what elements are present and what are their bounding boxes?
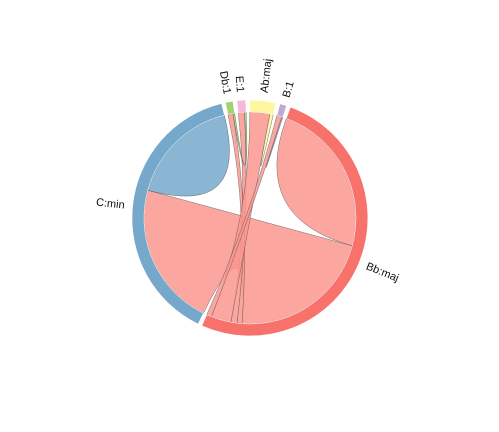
arc-db1 xyxy=(225,100,235,115)
arc-abmaj xyxy=(249,99,277,115)
arc-b1 xyxy=(276,103,287,118)
ribbons-layer xyxy=(143,111,357,325)
ribbon-Bbmaj-Bbmaj xyxy=(276,118,357,247)
label-bbmaj: Bb:maj xyxy=(364,261,400,285)
label-cmin: C:min xyxy=(95,197,125,212)
arc-e1 xyxy=(236,99,247,113)
label-e1: E:1 xyxy=(233,75,246,92)
arcs-layer xyxy=(131,99,369,337)
label-b1: B:1 xyxy=(281,80,297,99)
label-db1: Db:1 xyxy=(217,70,233,95)
arc-bbmaj xyxy=(201,106,369,337)
label-abmaj: Ab:maj xyxy=(259,58,275,93)
arc-cmin xyxy=(131,103,225,325)
